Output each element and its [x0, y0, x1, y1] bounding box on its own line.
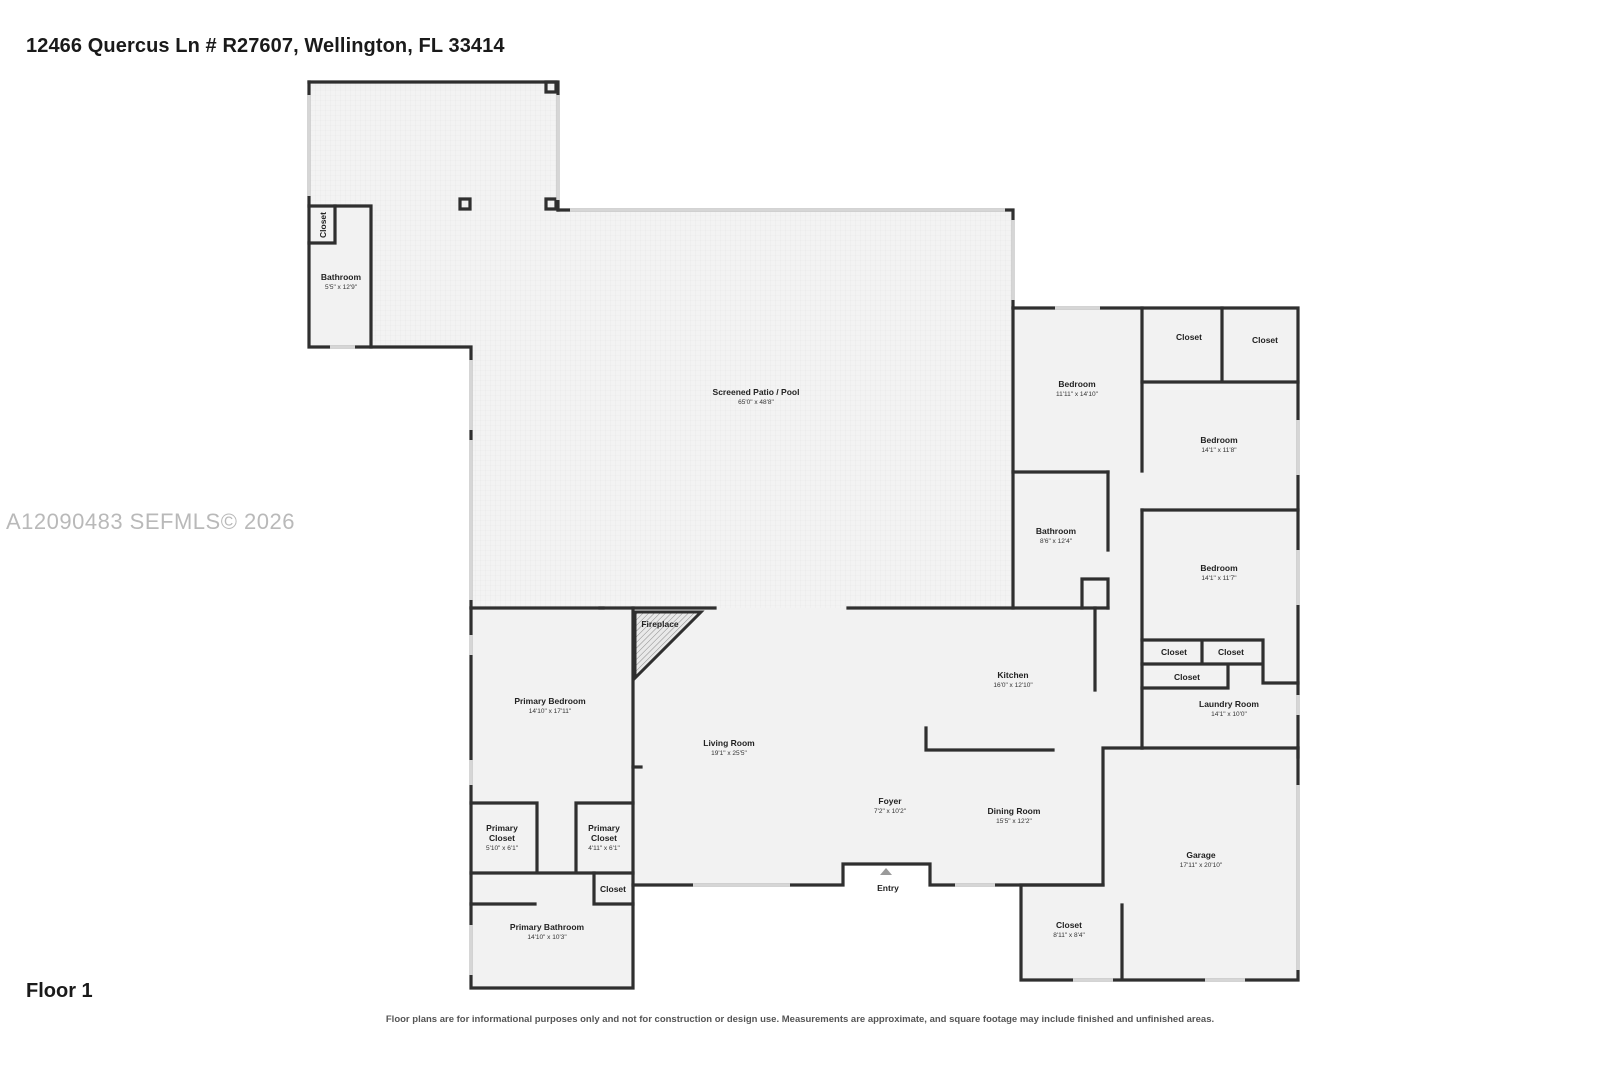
- room-label-closet-pb: Closet: [600, 884, 626, 894]
- room-label-closet-garage: Closet: [1056, 920, 1082, 930]
- room-label-garage: Garage: [1186, 850, 1216, 860]
- room-label-closet-b1: Closet: [1176, 332, 1202, 342]
- room-label-kitchen: Kitchen: [997, 670, 1028, 680]
- room-dim-bathroom-upper-left: 5'5" x 12'9": [325, 284, 358, 291]
- kitchen-counter: [924, 726, 1055, 752]
- room-dim-kitchen: 16'0" x 12'10": [993, 682, 1033, 689]
- room-dim-patio: 65'0" x 48'8": [738, 399, 774, 406]
- room-label-closet-l2: Closet: [1218, 647, 1244, 657]
- room-label-primary-closet-2-a: Primary: [588, 823, 620, 833]
- room-label-primary-closet-2-b: Closet: [591, 833, 617, 843]
- room-dim-dining-room: 15'5" x 12'2": [996, 818, 1032, 825]
- room-label-foyer: Foyer: [878, 796, 902, 806]
- bath-mid-inner: [1080, 577, 1110, 610]
- room-label-primary-bathroom: Primary Bathroom: [510, 922, 585, 932]
- room-dim-laundry: 14'1" x 10'0": [1211, 711, 1247, 718]
- room-label-bedroom-1: Bedroom: [1058, 379, 1096, 389]
- windows: [307, 95, 1300, 982]
- entry-arrow-icon: [880, 868, 892, 875]
- room-dim-primary-closet-1: 5'10" x 6'1": [486, 845, 519, 852]
- patio-floor: [309, 82, 1013, 608]
- room-dim-living-room: 19'1" x 25'5": [711, 750, 747, 757]
- room-dim-primary-bedroom: 14'10" x 17'11": [529, 708, 572, 715]
- room-labels: Closet Bathroom 5'5" x 12'9" Screened Pa…: [318, 212, 1278, 941]
- room-label-laundry: Laundry Room: [1199, 699, 1259, 709]
- room-dim-foyer: 7'2" x 10'2": [874, 808, 907, 815]
- room-label-dining-room: Dining Room: [988, 806, 1041, 816]
- room-label-bedroom-3: Bedroom: [1200, 563, 1238, 573]
- room-dim-primary-bathroom: 14'10" x 10'3": [527, 934, 567, 941]
- patio-posts: [458, 80, 558, 211]
- left-closet-wall: [307, 204, 337, 245]
- room-dim-bedroom-2: 14'1" x 11'8": [1201, 447, 1237, 454]
- primary-bath-closet: [592, 871, 635, 906]
- room-dim-garage: 17'11" x 20'10": [1180, 862, 1223, 869]
- room-dim-bedroom-1: 11'11" x 14'10": [1056, 391, 1099, 398]
- room-label-primary-bedroom: Primary Bedroom: [514, 696, 586, 706]
- room-label-closet-l3: Closet: [1174, 672, 1200, 682]
- disclaimer-text: Floor plans are for informational purpos…: [385, 1014, 1215, 1025]
- room-dim-bathroom-mid: 8'6" x 12'4": [1040, 538, 1073, 545]
- room-label-entry: Entry: [877, 883, 899, 893]
- interior-floor: [309, 206, 371, 347]
- room-label-bedroom-2: Bedroom: [1200, 435, 1238, 445]
- room-label-closet-upper-left: Closet: [318, 212, 328, 238]
- primary-suite-wall: [469, 606, 635, 990]
- room-label-bathroom-mid: Bathroom: [1036, 526, 1077, 536]
- floor-fills: [309, 82, 1298, 988]
- laundry-closets: [1140, 638, 1300, 690]
- left-bath-wall: [307, 204, 373, 349]
- bedroom-wing-outer: [1011, 306, 1300, 759]
- room-label-bathroom-upper-left: Bathroom: [321, 272, 362, 282]
- room-label-closet-l1: Closet: [1161, 647, 1187, 657]
- fireplace-shape: [633, 610, 705, 682]
- house-floor: [470, 308, 1298, 988]
- property-address: 12466 Quercus Ln # R27607, Wellington, F…: [26, 35, 505, 57]
- room-dim-bedroom-3: 14'1" x 11'7": [1201, 575, 1237, 582]
- room-label-closet-b2: Closet: [1252, 335, 1278, 345]
- room-dim-primary-closet-2: 4'11" x 6'1": [588, 845, 620, 852]
- floor-label: Floor 1: [26, 980, 93, 1002]
- room-label-primary-closet-1-b: Closet: [489, 833, 515, 843]
- primary-closets: [469, 801, 635, 875]
- room-label-living-room: Living Room: [703, 738, 755, 748]
- room-label-fireplace: Fireplace: [641, 619, 679, 629]
- room-label-primary-closet-1-a: Primary: [486, 823, 518, 833]
- listing-watermark: A12090483 SEFMLS© 2026: [6, 509, 295, 534]
- room-label-patio: Screened Patio / Pool: [713, 387, 800, 397]
- garage-wall: [1019, 746, 1300, 982]
- room-dim-closet-garage: 8'11" x 8'4": [1053, 932, 1085, 939]
